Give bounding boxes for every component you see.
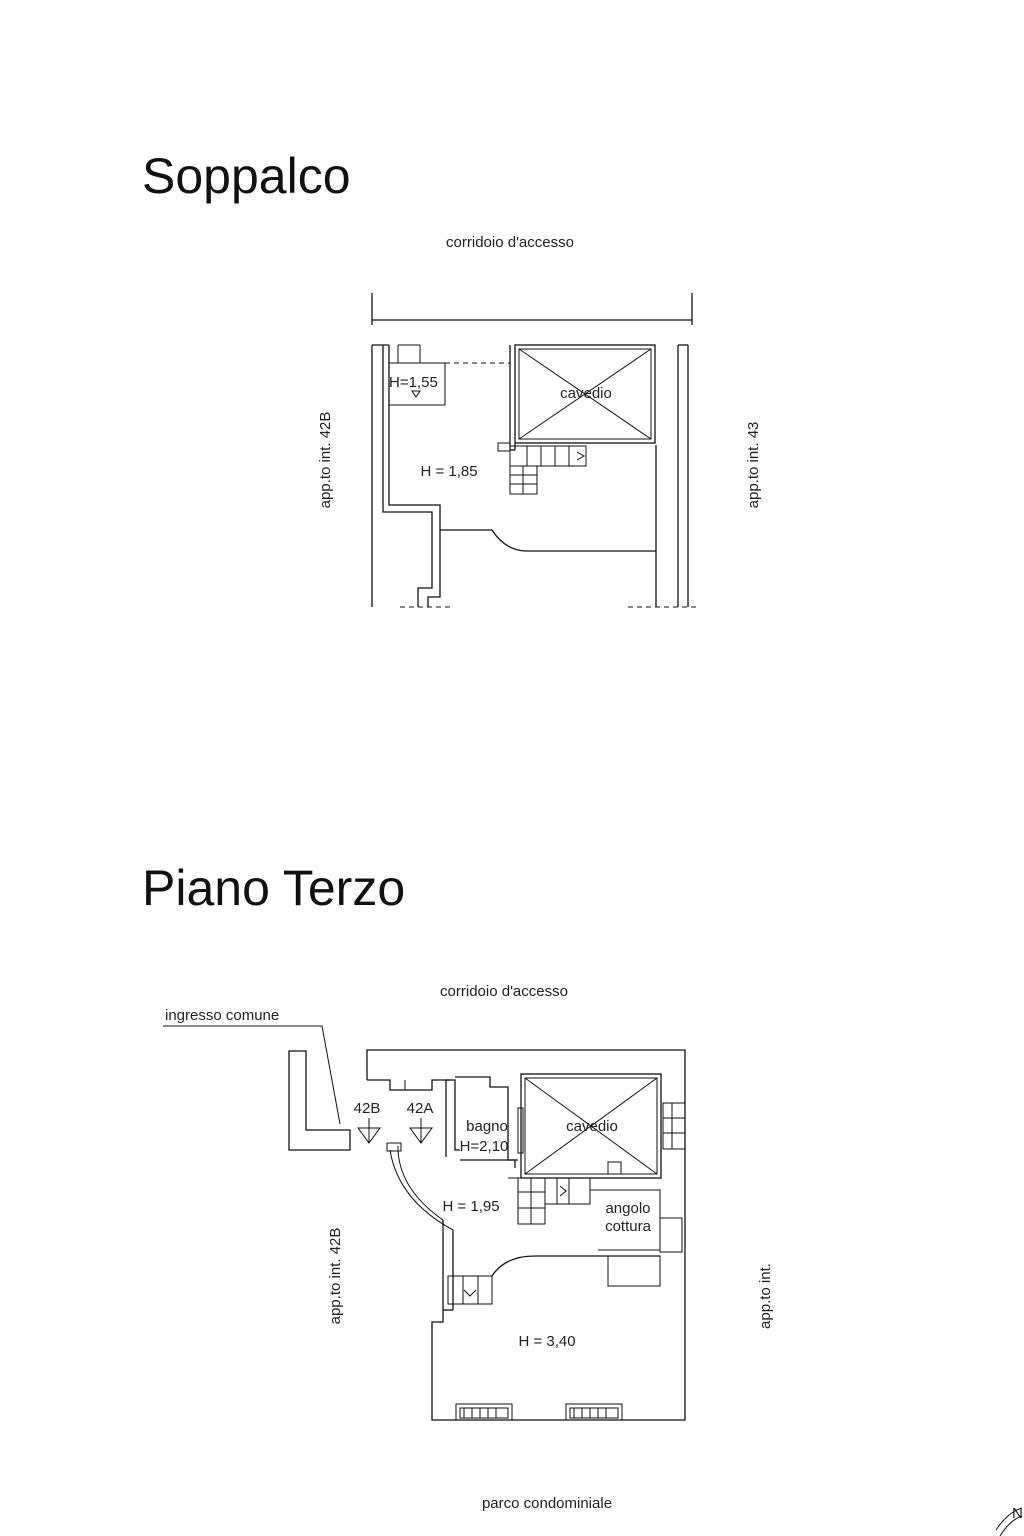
kitchen-label-line1: angolo bbox=[605, 1200, 650, 1217]
piano-terzo-bottom-label: parco condominiale bbox=[482, 1495, 612, 1512]
piano-terzo-cavedio-label: cavedio bbox=[566, 1118, 618, 1135]
soppalco-title: Soppalco bbox=[142, 148, 351, 204]
soppalco-left-neighbour-label: app.to int. 42B bbox=[317, 412, 334, 509]
soppalco-main-room-height: H = 1,85 bbox=[420, 463, 477, 480]
unit-42a-label: 42A bbox=[407, 1100, 434, 1117]
piano-terzo-left-neighbour-label: app.to int. 42B bbox=[327, 1228, 344, 1325]
soppalco-small-room-height: H=1,55 bbox=[389, 374, 438, 391]
soppalco-right-neighbour-label: app.to int. 43 bbox=[745, 422, 762, 509]
bagno-height: H=2,10 bbox=[460, 1138, 509, 1155]
unit-42b-label: 42B bbox=[354, 1100, 381, 1117]
bagno-label: bagno bbox=[466, 1118, 508, 1135]
piano-terzo-right-neighbour-label: app.to int. bbox=[757, 1263, 774, 1329]
north-label: N bbox=[1012, 1505, 1023, 1522]
soppalco-top-label: corridoio d'accesso bbox=[446, 234, 574, 251]
kitchen-label-line2: cottura bbox=[605, 1218, 652, 1235]
piano-terzo-plan bbox=[163, 1025, 686, 1421]
entrance-label: ingresso comune bbox=[165, 1007, 279, 1024]
north-arrow-icon bbox=[995, 1507, 1023, 1536]
hall-height: H = 1,95 bbox=[442, 1198, 499, 1215]
main-room-height: H = 3,40 bbox=[518, 1333, 575, 1350]
piano-terzo-top-label: corridoio d'accesso bbox=[440, 983, 568, 1000]
piano-terzo-title: Piano Terzo bbox=[142, 860, 405, 916]
soppalco-plan bbox=[371, 293, 700, 608]
soppalco-cavedio-label: cavedio bbox=[560, 385, 612, 402]
